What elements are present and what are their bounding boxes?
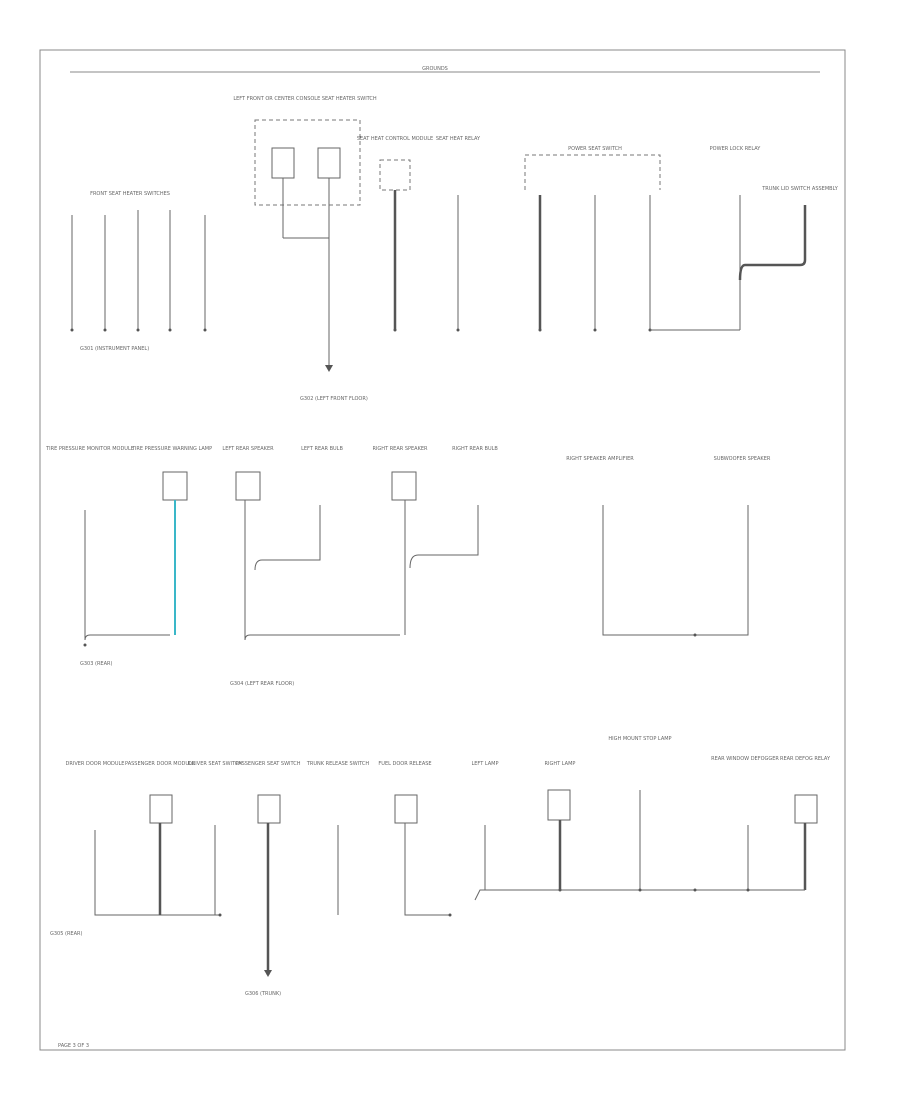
component-right-rear-speaker (391, 471, 417, 501)
node-s3-bus-2 (638, 888, 642, 892)
label-g305: G305 (REAR) (50, 931, 82, 937)
section-1: FRONT SEAT HEATER SWITCHES G301 (INSTRUM… (70, 96, 839, 402)
diagram-frame (39, 49, 846, 1051)
label-passenger-door-module: PASSENGER DOOR MODULE (125, 761, 195, 767)
label-seat-heat-relay: SEAT HEAT RELAY (436, 136, 481, 142)
node-s3-bus-1 (558, 888, 562, 892)
label-g304: G304 (LEFT REAR FLOOR) (230, 681, 294, 687)
node-s3-c (218, 913, 222, 917)
label-high-mount-stop: HIGH MOUNT STOP LAMP (608, 736, 671, 742)
node-s3-bus-4 (746, 888, 750, 892)
label-tire-pressure-lamp: TIRE PRESSURE WARNING LAMP (131, 446, 212, 452)
label-power-lock-relay: POWER LOCK RELAY (710, 146, 762, 152)
wire-s3-f (404, 823, 450, 916)
node-s1-l (593, 328, 597, 332)
label-right-rear-bulb: RIGHT REAR BULB (452, 446, 498, 452)
label-fuel-door-release: FUEL DOOR RELEASE (378, 761, 431, 767)
component-rear-defog-relay (794, 794, 818, 824)
label-subwoofer-speaker: SUBWOOFER SPEAKER (714, 456, 771, 462)
wire-s3-a (94, 830, 220, 916)
ground-arrow-s1 (325, 365, 333, 372)
component-left-rear-speaker (235, 471, 261, 501)
node-s3-f (448, 913, 452, 917)
node-s1-c (136, 328, 140, 332)
node-s1-k (538, 328, 542, 332)
label-right-rear-speaker: RIGHT REAR SPEAKER (372, 446, 428, 452)
wire-s1-o (738, 205, 807, 281)
wire-s2-c (244, 500, 400, 641)
label-seat-heat-control: SEAT HEAT CONTROL MODULE (357, 136, 433, 142)
node-s1-a (70, 328, 74, 332)
component-passenger-seat-switch (257, 794, 281, 824)
label-driver-seat-switch: DRIVER SEAT SWITCH (188, 761, 242, 767)
node-s1-j (456, 328, 460, 332)
label-power-seat-switch: POWER SEAT SWITCH (568, 146, 622, 152)
component-tire-lamp (162, 471, 188, 501)
label-front-seat-heater-switches: FRONT SEAT HEATER SWITCHES (90, 191, 170, 197)
section-3: DRIVER DOOR MODULE PASSENGER DOOR MODULE… (50, 736, 831, 997)
label-rear-window-defogger: REAR WINDOW DEFOGGER (711, 756, 779, 762)
label-g301: G301 (INSTRUMENT PANEL) (80, 346, 149, 352)
node-s2-a (83, 643, 87, 647)
label-right-speaker-amp: RIGHT SPEAKER AMPLIFIER (566, 456, 634, 462)
label-driver-door-module: DRIVER DOOR MODULE (66, 761, 125, 767)
component-switch-2 (317, 147, 341, 179)
node-s1-e (203, 328, 207, 332)
node-s1-d (168, 328, 172, 332)
label-g303: G303 (REAR) (80, 661, 112, 667)
module-seat-heat-dashed (379, 159, 411, 191)
label-g302: G302 (LEFT FRONT FLOOR) (300, 396, 368, 402)
section-2: TIRE PRESSURE MONITOR MODULE TIRE PRESSU… (45, 446, 771, 687)
component-fuel-door (394, 794, 418, 824)
label-tire-pressure-module: TIRE PRESSURE MONITOR MODULE (45, 446, 134, 452)
node-s1-b (103, 328, 107, 332)
wire-s2-a (84, 510, 170, 641)
label-passenger-seat-switch: PASSENGER SEAT SWITCH (235, 761, 300, 767)
page-reference: PAGE 3 OF 3 (58, 1043, 89, 1049)
label-left-rear-bulb: LEFT REAR BULB (301, 446, 343, 452)
label-trunk-release-switch: TRUNK RELEASE SWITCH (306, 761, 370, 767)
label-left-front-switch: LEFT FRONT OR CENTER CONSOLE SEAT HEATER… (233, 96, 377, 102)
component-passenger-door (149, 794, 173, 824)
module-power-seat-dashed (524, 154, 661, 190)
label-rear-defog-relay: REAR DEFOG RELAY (780, 756, 831, 762)
wire-s2-d (254, 505, 321, 571)
component-switch-1 (271, 147, 295, 179)
node-s3-bus-3 (693, 888, 697, 892)
diagram-title: GROUNDS (422, 66, 448, 72)
label-g306: G306 (TRUNK) (245, 991, 281, 997)
label-right-lamp: RIGHT LAMP (545, 761, 576, 767)
node-s1-i (393, 328, 397, 332)
wire-s3-bus (474, 889, 805, 901)
component-right-lamp (547, 789, 571, 821)
label-left-lamp: LEFT LAMP (471, 761, 498, 767)
label-trunk-lid-switch: TRUNK LID SWITCH ASSEMBLY (761, 186, 838, 192)
wire-s2-f (409, 505, 479, 569)
module-left-front-dashed (254, 119, 361, 206)
label-left-rear-speaker: LEFT REAR SPEAKER (222, 446, 274, 452)
ground-arrow-s3 (264, 970, 272, 977)
node-s2-g (693, 633, 697, 637)
wire-s2-g (602, 505, 749, 636)
